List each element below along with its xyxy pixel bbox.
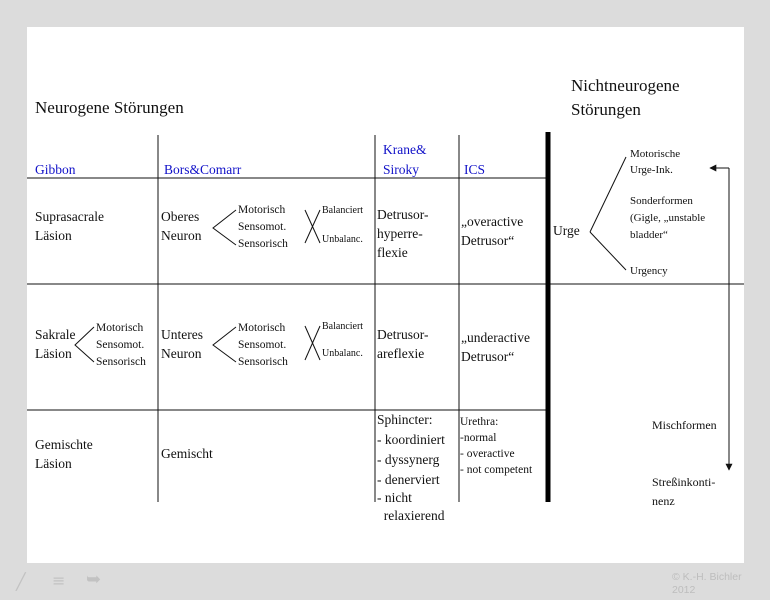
copyright-line1: © K.-H. Bichler bbox=[672, 571, 742, 583]
row2-col3-line2: areflexie bbox=[377, 346, 425, 361]
sonderformen-line1: Sonderformen bbox=[630, 195, 693, 207]
row2-col1-line1: Sakrale bbox=[35, 327, 76, 342]
row2-branch-sensomot: Sensomot. bbox=[238, 339, 287, 351]
row1-col1-line2: Läsion bbox=[35, 228, 72, 243]
row3-col3-line5: - nicht bbox=[377, 490, 412, 505]
row1-branch-motorisch: Motorisch bbox=[238, 204, 286, 216]
row2-col1-line2: Läsion bbox=[35, 346, 72, 361]
mischformen-label: Mischformen bbox=[652, 418, 717, 432]
row2-col2-line1: Unteres bbox=[161, 327, 203, 342]
row3-col1-line2: Läsion bbox=[35, 456, 72, 471]
row1-col4-line2: Detrusor“ bbox=[461, 233, 515, 248]
row2-col1-branch-sensomot: Sensomot. bbox=[96, 339, 145, 351]
row3-col4-line4: - not competent bbox=[460, 464, 533, 476]
row1-col1-line1: Suprasacrale bbox=[35, 209, 104, 224]
row1-bracket bbox=[212, 209, 237, 246]
urgency-label: Urgency bbox=[630, 265, 668, 277]
row3-col3-line4: - denerviert bbox=[377, 472, 440, 487]
stressinkontinenz-line2: nenz bbox=[652, 494, 675, 508]
header-krane-line2: Siroky bbox=[383, 162, 420, 177]
slide-canvas bbox=[27, 27, 744, 563]
row2-branch-sensorisch: Sensorisch bbox=[238, 356, 288, 368]
header-bors-comarr: Bors&Comarr bbox=[164, 162, 242, 177]
row2-col3-line1: Detrusor- bbox=[377, 327, 429, 342]
row2-branch-motorisch: Motorisch bbox=[238, 322, 286, 334]
stressinkontinenz-line1: Streßinkonti- bbox=[652, 475, 716, 489]
row1-cross-b bbox=[304, 209, 321, 244]
row3-col1-line1: Gemischte bbox=[35, 437, 93, 452]
menu-icon[interactable]: ≡ bbox=[52, 571, 66, 590]
header-krane-line1: Krane& bbox=[383, 142, 427, 157]
motorische-urge-line2: Urge-Ink. bbox=[630, 164, 673, 176]
row3-col4-line1: Urethra: bbox=[460, 416, 499, 428]
row1-col2-line1: Oberes bbox=[161, 209, 200, 224]
row2-col1-branch-sensorisch: Sensorisch bbox=[96, 356, 146, 368]
row3-col4-line3: - overactive bbox=[460, 448, 515, 460]
title-nichtneurogene-line2: Störungen bbox=[571, 100, 641, 119]
row3-col3-line2: - koordiniert bbox=[377, 432, 445, 447]
copyright: © K.-H. Bichler 2012 bbox=[672, 571, 742, 597]
row3-col3-line1: Sphincter: bbox=[377, 412, 433, 427]
row3-col2: Gemischt bbox=[161, 446, 213, 461]
row2-col2-line2: Neuron bbox=[161, 346, 202, 361]
header-ics: ICS bbox=[464, 162, 486, 177]
row1-unbalanc: Unbalanc. bbox=[322, 234, 363, 245]
row2-col1-branch-motorisch: Motorisch bbox=[96, 322, 144, 334]
row3-col3-line3: - dyssynerg bbox=[377, 452, 440, 467]
copyright-line2: 2012 bbox=[672, 584, 696, 597]
row3-col3-line6: relaxierend bbox=[377, 508, 445, 523]
row2-cross-b bbox=[304, 325, 321, 361]
motorische-urge-line1: Motorische bbox=[630, 148, 681, 160]
urge-line-top bbox=[589, 156, 627, 233]
row1-col3-line1: Detrusor- bbox=[377, 207, 429, 222]
row2-col4-line1: „underactive bbox=[461, 330, 530, 345]
row1-branch-sensomot: Sensomot. bbox=[238, 221, 287, 233]
title-neurogene: Neurogene Störungen bbox=[35, 98, 184, 117]
sonderformen-line2: (Gigle, „unstable bbox=[630, 212, 706, 224]
row1-col2-line2: Neuron bbox=[161, 228, 202, 243]
row1-col3-line3: flexie bbox=[377, 245, 408, 260]
urge-label: Urge bbox=[553, 223, 580, 238]
title-nichtneurogene-line1: Nichtneurogene bbox=[571, 76, 680, 95]
row3-col4-line2: -normal bbox=[460, 432, 497, 444]
sonderformen-line3: bladder“ bbox=[630, 229, 668, 241]
row2-col1-bracket bbox=[74, 326, 95, 363]
row1-balanciert: Balanciert bbox=[322, 205, 364, 216]
row2-unbalanc: Unbalanc. bbox=[322, 348, 363, 359]
row2-col4-line2: Detrusor“ bbox=[461, 349, 515, 364]
pen-icon[interactable]: ╱ bbox=[16, 572, 26, 591]
row2-bracket bbox=[212, 326, 237, 363]
header-gibbon: Gibbon bbox=[35, 162, 76, 177]
row1-branch-sensorisch: Sensorisch bbox=[238, 238, 288, 250]
row1-col3-line2: hyperre- bbox=[377, 226, 423, 241]
arrow-icon[interactable]: ➥ bbox=[86, 569, 102, 590]
row2-balanciert: Balanciert bbox=[322, 321, 364, 332]
row1-col4-line1: „overactive bbox=[461, 214, 524, 229]
urge-line-bottom bbox=[589, 231, 627, 271]
